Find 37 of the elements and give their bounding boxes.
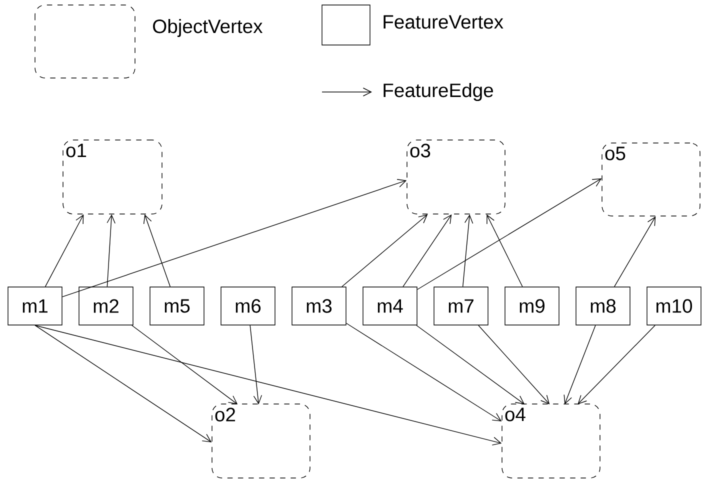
arrow bbox=[143, 214, 171, 287]
arrow bbox=[402, 214, 452, 287]
arrow bbox=[614, 216, 656, 287]
feature-vertex-box: m10 bbox=[646, 286, 702, 326]
feature-vertex-box: m9 bbox=[504, 286, 560, 326]
arrow bbox=[478, 325, 550, 404]
feature-vertex-box: m4 bbox=[362, 286, 418, 326]
arrow bbox=[417, 178, 602, 290]
arrow bbox=[250, 325, 262, 404]
arrow bbox=[34, 325, 212, 442]
arrow bbox=[62, 179, 407, 298]
feature-vertex-box: m3 bbox=[292, 286, 346, 326]
arrow bbox=[346, 322, 502, 422]
object-vertex-box: o4 bbox=[502, 404, 600, 478]
arrow bbox=[462, 214, 474, 287]
feature-vertex-box: m6 bbox=[220, 286, 276, 326]
arrow bbox=[132, 325, 238, 404]
feature-vertex-box: m7 bbox=[434, 286, 488, 326]
arrow bbox=[416, 325, 525, 404]
arrow bbox=[106, 214, 116, 287]
arrow bbox=[342, 214, 428, 287]
arrow bbox=[44, 214, 84, 287]
legend-entry: FeatureVertex bbox=[322, 4, 504, 46]
legend-entry: ObjectVertex bbox=[34, 4, 263, 78]
arrow bbox=[486, 214, 523, 287]
object-vertex-box: o2 bbox=[212, 404, 310, 478]
feature-vertex-box: m1 bbox=[8, 286, 62, 326]
feature-vertex-box: m2 bbox=[78, 286, 134, 326]
feature-vertex-box: m8 bbox=[576, 286, 630, 326]
object-vertex-box: o3 bbox=[406, 140, 506, 214]
feature-vertex-box: m5 bbox=[150, 286, 204, 326]
arrow bbox=[578, 325, 656, 404]
arrow bbox=[34, 325, 502, 446]
object-vertex-box: o5 bbox=[602, 142, 700, 216]
object-vertex-box: o1 bbox=[62, 140, 162, 214]
arrow bbox=[564, 325, 596, 404]
legend-entry: FeatureEdge bbox=[322, 83, 493, 101]
